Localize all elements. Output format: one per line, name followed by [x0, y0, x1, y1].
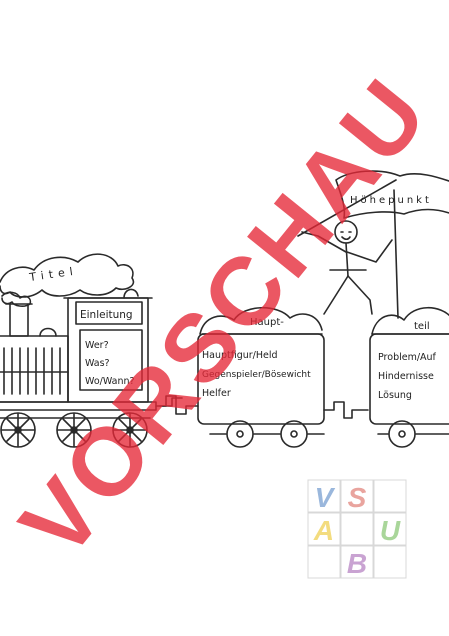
- wagon-2-item-solution: Lösung: [378, 390, 412, 401]
- wagon-1-item-helper: Helfer: [202, 388, 231, 399]
- coupling-2: [323, 401, 369, 419]
- wagon-1: [197, 307, 325, 448]
- locomotive: [0, 288, 183, 411]
- logo-letter-s: S: [348, 482, 367, 513]
- question-who: Wer?: [85, 340, 109, 351]
- wagon-2-heading: teil: [414, 321, 430, 332]
- flag-pole: [297, 179, 399, 319]
- logo-letter-v: V: [315, 482, 336, 513]
- flag-label: Höhepunkt: [350, 195, 432, 206]
- person-figure: [301, 220, 393, 315]
- question-what: Was?: [85, 358, 110, 369]
- logo-letter-a: A: [313, 515, 334, 546]
- coupling-1: [159, 395, 199, 415]
- wagon-1-heading: Haupt-: [250, 317, 284, 328]
- logo: V S A U B: [307, 479, 407, 579]
- cab-window: [79, 329, 143, 391]
- locomotive-wheels: [0, 412, 151, 448]
- cab-sign: Einleitung: [80, 309, 133, 321]
- wagon-2-item-obstacles: Hindernisse: [378, 371, 434, 382]
- cab-sign-board: [75, 301, 143, 325]
- wagon-2: [369, 306, 449, 448]
- wagon-1-item-hero: Hauptfigur/Held: [202, 350, 278, 361]
- logo-letter-b: B: [347, 548, 367, 579]
- wagon-1-item-antagonist: Gegenspieler/Bösewicht: [202, 370, 311, 380]
- wagon-2-item-problem: Problem/Auf: [378, 352, 437, 363]
- logo-letter-u: U: [380, 515, 401, 546]
- flag: [335, 170, 449, 219]
- question-where-when: Wo/Wann?: [85, 376, 135, 387]
